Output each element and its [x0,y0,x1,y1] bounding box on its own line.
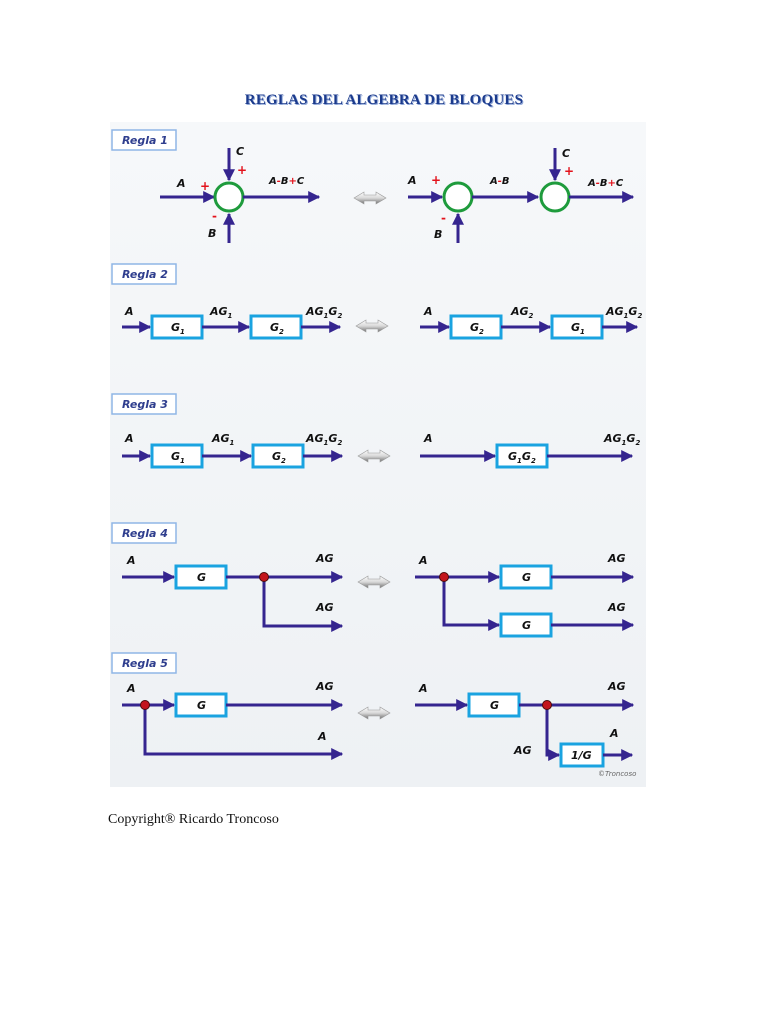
rule3-tag-label: Regla 3 [122,398,168,411]
rule4-right-output2-label: AG [607,601,626,614]
rule2-equivalence-icon [355,319,389,333]
rule4-left-block-label: G [197,571,206,584]
rule1-right-c-label: C [562,147,570,160]
rule4-right-branch-arrow [442,577,501,631]
rule1-right-summing-junction-2 [539,181,571,213]
rule4-left-output1-label: AG [315,552,334,565]
rule1-left-input-label: A [176,177,186,190]
rule4-left-output2-label: AG [315,601,334,614]
rule3-tag [111,393,177,415]
rule4-left-takeoff-point [259,572,269,582]
rule5-right-branch-label: AG [513,744,532,757]
rule1-left-plus-a: + [200,179,210,193]
rule2-tag [111,263,177,285]
rule5-right-branch-arrow [545,705,561,761]
rule4-tag [111,522,177,544]
rule5-left-output2-arrow [143,705,344,760]
rule2-left-block-g1-label: G1 [171,321,185,336]
rule5-right-input-label: A [418,682,428,695]
rule5-left-takeoff-point [140,700,150,710]
rule4-left-output2-arrow [262,577,344,632]
rule1-right-output-label: A-B+C [587,178,624,189]
rule5-tag-label: Regla 5 [122,657,168,670]
rule1-right-input-label: A [407,174,417,187]
rule1-left-output-label: A-B+C [268,176,305,187]
rule5-right-inverse-block-label: 1/G [571,749,592,762]
block-algebra-diagram: Regla 1 Regla 2 Regla 3 Regla 4 Regla 5 … [111,129,642,778]
rule1-left-plus-c: + [237,163,247,177]
rule4-right-input-label: A [418,554,428,567]
rule3-equivalence-icon [357,449,391,463]
rule5-right-output2-label: A [609,727,619,740]
rule2-left-input-label: A [124,305,134,318]
rule1-left-summing-junction [213,181,245,213]
rule4-right-takeoff-point [439,572,449,582]
page-title: REGLAS DEL ALGEBRA DE BLOQUES [244,92,524,108]
rule4-left-input-label: A [126,554,136,567]
rule1-right-plus-a: + [431,173,441,187]
rule5-left-block-label: G [197,699,206,712]
rule1-tag-label: Regla 1 [122,134,168,147]
watermark: ©Troncoso [598,770,636,778]
rule5-equivalence-icon [357,706,391,720]
rule2-right-mid-label: AG2 [510,305,534,320]
rule5-right-takeoff-point [542,700,552,710]
rule3-left-block-g2-label: G2 [272,450,286,465]
rule3-left-input-label: A [124,432,134,445]
rule3-left-block-g1-label: G1 [171,450,185,465]
rule3-right-output-label: AG1G2 [603,432,640,447]
rule5-left-output2-label: A [317,730,327,743]
rule1-tag [111,129,177,151]
rule1-left-minus-b: - [212,209,217,223]
rule4-right-block2-label: G [522,619,531,632]
copyright-notice: Copyright® Ricardo Troncoso [108,812,279,827]
rule3-right-input-label: A [423,432,433,445]
rule2-left-output-label: AG1G2 [305,305,342,320]
rule2-tag-label: Regla 2 [122,268,168,281]
rule1-left-c-label: C [236,145,244,158]
rule1-right-minus-b: - [441,211,446,225]
rule2-left-block-g2-label: G2 [270,321,284,336]
rule4-right-output1-label: AG [607,552,626,565]
rule4-tag-label: Regla 4 [122,527,168,540]
rule1-right-summing-junction-1 [442,181,474,213]
rule2-left-mid-label: AG1 [209,305,233,320]
rule5-left-output1-label: AG [315,680,334,693]
rule5-tag [111,652,177,674]
rule5-right-output1-label: AG [607,680,626,693]
rule1-equivalence-icon [353,191,387,205]
rule1-right-mid-label: A-B [489,176,510,187]
rule1-right-b-label: B [434,228,442,241]
rule5-left-input-label: A [126,682,136,695]
rule2-right-block-g2-label: G2 [470,321,484,336]
rule1-left-b-label: B [208,227,216,240]
rule3-left-output-label: AG1G2 [305,432,342,447]
rule4-equivalence-icon [357,575,391,589]
rule2-right-input-label: A [423,305,433,318]
rule3-left-mid-label: AG1 [211,432,235,447]
rule2-right-output-label: AG1G2 [605,305,642,320]
rule5-right-block-label: G [490,699,499,712]
rule2-right-block-g1-label: G1 [571,321,585,336]
rule3-right-block-g1g2-label: G1G2 [508,450,536,465]
rule4-right-block1-label: G [522,571,531,584]
rule1-right-plus-c: + [564,164,574,178]
diagram-panel: Regla 1 Regla 2 Regla 3 Regla 4 Regla 5 … [110,122,646,787]
